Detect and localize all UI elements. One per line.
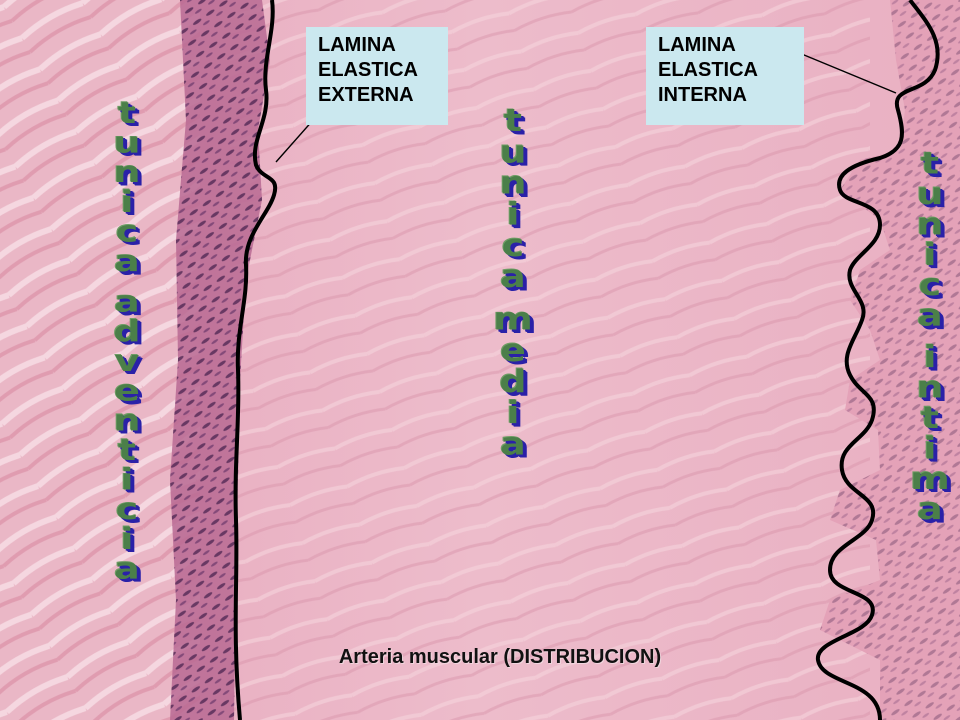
vertical-letter: i (506, 394, 520, 431)
vertical-letter: a (500, 258, 526, 295)
vertical-letter: m (493, 300, 533, 338)
vertical-letter: a (114, 551, 140, 586)
vertical-letter: m (910, 460, 950, 496)
vertical-letter: n (499, 164, 527, 201)
callout-text-line: LAMINA (658, 34, 736, 56)
vertical-letter: i (120, 521, 134, 556)
vertical-letter: a (114, 243, 140, 279)
slide-caption: Arteria muscular (DISTRIBUCION) (338, 646, 662, 668)
vertical-letter: a (917, 297, 943, 333)
vertical-letter: i (120, 462, 134, 497)
vertical-letter: n (113, 154, 141, 190)
callout-lamina-elastica-interna: LAMINA ELASTICA INTERNA (646, 27, 804, 125)
vertical-letter: t (920, 145, 940, 181)
vertical-letter: a (500, 425, 526, 462)
vertical-letter: i (120, 184, 134, 219)
vertical-letter: d (499, 363, 527, 400)
vertical-letter: n (916, 206, 944, 242)
vertical-letter: i (923, 430, 937, 466)
vertical-letter: v (114, 343, 140, 379)
interna-pointer-line (791, 49, 897, 94)
vertical-letter: c (501, 227, 525, 264)
vertical-letter: i (923, 339, 937, 375)
vertical-letter: u (113, 125, 141, 160)
callout-text-line: EXTERNA (318, 84, 414, 106)
vertical-letter: e (500, 332, 526, 369)
vertical-letter: c (115, 491, 139, 527)
vertical-letter: a (114, 284, 140, 319)
vertical-letter: t (503, 102, 523, 139)
vertical-letter: i (923, 236, 937, 272)
callout-text-line: ELASTICA (318, 59, 418, 81)
vertical-letter: a (917, 491, 943, 527)
vertical-letter: t (117, 95, 137, 130)
callout-text-line: INTERNA (658, 84, 747, 106)
callout-text-line: ELASTICA (658, 59, 758, 81)
callout-lamina-elastica-externa: LAMINA ELASTICA EXTERNA (306, 27, 448, 125)
vertical-letter: n (113, 402, 141, 438)
vertical-letter: n (916, 369, 944, 405)
vertical-letter: c (918, 267, 942, 303)
vertical-letter: t (920, 400, 940, 436)
vertical-letter: c (115, 214, 139, 249)
vertical-letter: e (114, 373, 140, 408)
vertical-letter: t (117, 432, 137, 467)
vertical-letter: u (916, 176, 944, 212)
vertical-letter: i (506, 196, 520, 233)
vertical-letter: u (499, 133, 527, 170)
vertical-letter: d (113, 314, 141, 349)
callout-text-line: LAMINA (318, 34, 396, 56)
